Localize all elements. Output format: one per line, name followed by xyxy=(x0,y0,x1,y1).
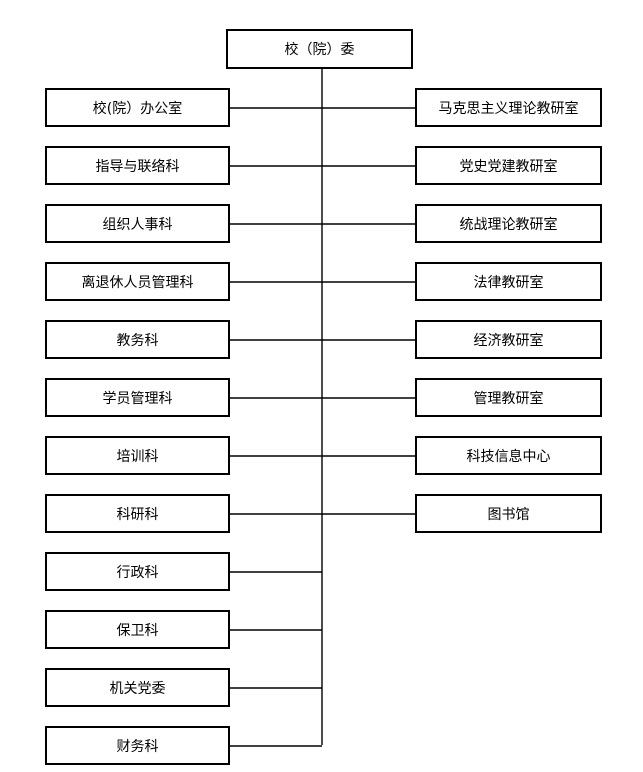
left-unit-2: 指导与联络科 xyxy=(45,146,230,185)
left-unit-7: 培训科 xyxy=(45,436,230,475)
right-unit-3: 统战理论教研室 xyxy=(415,204,602,243)
left-unit-4: 离退休人员管理科 xyxy=(45,262,230,301)
right-unit-1: 马克思主义理论教研室 xyxy=(415,88,602,127)
right-unit-6: 管理教研室 xyxy=(415,378,602,417)
root-node-party-committee: 校（院）委 xyxy=(226,29,413,69)
left-unit-11: 机关党委 xyxy=(45,668,230,707)
left-unit-1: 校(院）办公室 xyxy=(45,88,230,127)
right-unit-5: 经济教研室 xyxy=(415,320,602,359)
left-unit-10: 保卫科 xyxy=(45,610,230,649)
left-unit-6: 学员管理科 xyxy=(45,378,230,417)
left-unit-5: 教务科 xyxy=(45,320,230,359)
right-unit-8: 图书馆 xyxy=(415,494,602,533)
right-unit-4: 法律教研室 xyxy=(415,262,602,301)
left-unit-3: 组织人事科 xyxy=(45,204,230,243)
left-unit-12: 财务科 xyxy=(45,726,230,765)
right-unit-2: 党史党建教研室 xyxy=(415,146,602,185)
left-unit-9: 行政科 xyxy=(45,552,230,591)
left-unit-8: 科研科 xyxy=(45,494,230,533)
right-unit-7: 科技信息中心 xyxy=(415,436,602,475)
